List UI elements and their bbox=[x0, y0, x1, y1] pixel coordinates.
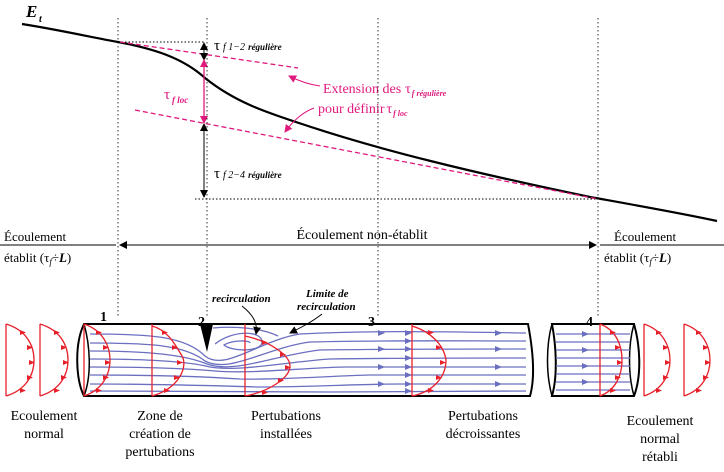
zone-labels: Ecoulement normal Zone de création de pe… bbox=[11, 409, 694, 465]
flow-regime-band: Écoulement non-établit Écoulement établi… bbox=[0, 226, 724, 267]
orifice-obstacle bbox=[200, 324, 213, 352]
zone-restored-3: rétabli bbox=[642, 450, 678, 465]
recirculation-label: recirculation bbox=[212, 293, 271, 305]
section-number-2: 2 bbox=[198, 315, 205, 330]
zone-decreasing-2: décroissantes bbox=[446, 427, 521, 442]
section-number-1: 1 bbox=[100, 310, 107, 325]
zone-restored-1: Ecoulement bbox=[627, 414, 694, 429]
extension-line-upper bbox=[119, 41, 299, 69]
section-number-3: 3 bbox=[368, 315, 375, 330]
flow-left-label-1: Écoulement bbox=[4, 229, 66, 244]
extension-pointer-lower bbox=[284, 107, 315, 133]
pipe: 1 2 3 4 recirculation Limite de recircul… bbox=[5, 288, 711, 397]
pipe-segment-right bbox=[550, 323, 641, 397]
energy-curve bbox=[21, 22, 718, 223]
zone-normal-2: normal bbox=[24, 427, 64, 442]
zone-normal-1: Ecoulement bbox=[11, 409, 78, 424]
extension-line-lower bbox=[134, 109, 599, 200]
flow-mid-label: Écoulement non-établit bbox=[296, 226, 427, 243]
section-number-4: 4 bbox=[586, 315, 593, 330]
zone-restored-2: normal bbox=[640, 432, 680, 447]
streamline-arrows bbox=[378, 330, 589, 394]
extension-pointer-upper bbox=[288, 75, 321, 87]
flow-right-label-2: établit (τf÷L) bbox=[604, 250, 671, 267]
zone-installed-1: Pertubations bbox=[251, 409, 321, 424]
energy-label: E bbox=[25, 2, 37, 21]
pipe-segment-left bbox=[76, 323, 535, 397]
zone-creation-2: création de bbox=[129, 427, 191, 442]
velocity-arrows bbox=[20, 330, 711, 395]
section-lines bbox=[117, 18, 599, 318]
energy-sub: t bbox=[39, 14, 43, 25]
zone-installed-2: installées bbox=[260, 427, 312, 442]
limit-label-2: recirculation bbox=[297, 301, 356, 313]
flow-left-label-2: établit (τf÷L) bbox=[4, 250, 71, 267]
limit-label-1: Limite de bbox=[305, 288, 349, 300]
zone-creation-3: pertubations bbox=[125, 445, 194, 460]
zone-creation-1: Zone de bbox=[137, 409, 182, 424]
zone-decreasing-1: Pertubations bbox=[448, 409, 518, 424]
flow-right-label-1: Écoulement bbox=[614, 229, 676, 244]
recirculation-loop bbox=[214, 332, 263, 351]
